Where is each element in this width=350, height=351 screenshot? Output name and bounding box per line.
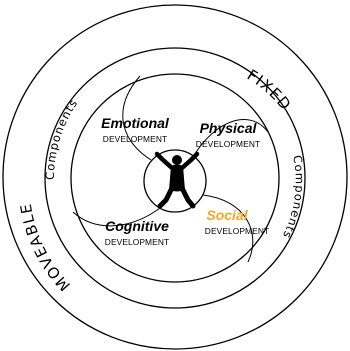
fixed-components-label: Components [280, 154, 307, 241]
moveable-components-label: Components [43, 96, 81, 180]
swirl-divider [192, 119, 269, 158]
middle-ring [44, 47, 306, 309]
center-circle [143, 149, 207, 213]
physical-title: Physical [200, 120, 258, 136]
swirl-divider [72, 207, 161, 227]
physical-subtitle: DEVELOPMENT [196, 139, 260, 149]
social-subtitle: DEVELOPMENT [205, 226, 269, 236]
cognitive-title: Cognitive [105, 218, 169, 234]
inner-ring [70, 73, 280, 283]
social-title: Social [206, 207, 248, 223]
swirl-divider [122, 75, 152, 161]
emotional-title: Emotional [101, 115, 170, 131]
emotional-subtitle: DEVELOPMENT [103, 134, 167, 144]
swirl-divider [202, 194, 254, 263]
person-figure-icon [154, 151, 200, 209]
outer-ring [2, 4, 348, 350]
cognitive-subtitle: DEVELOPMENT [105, 237, 169, 247]
